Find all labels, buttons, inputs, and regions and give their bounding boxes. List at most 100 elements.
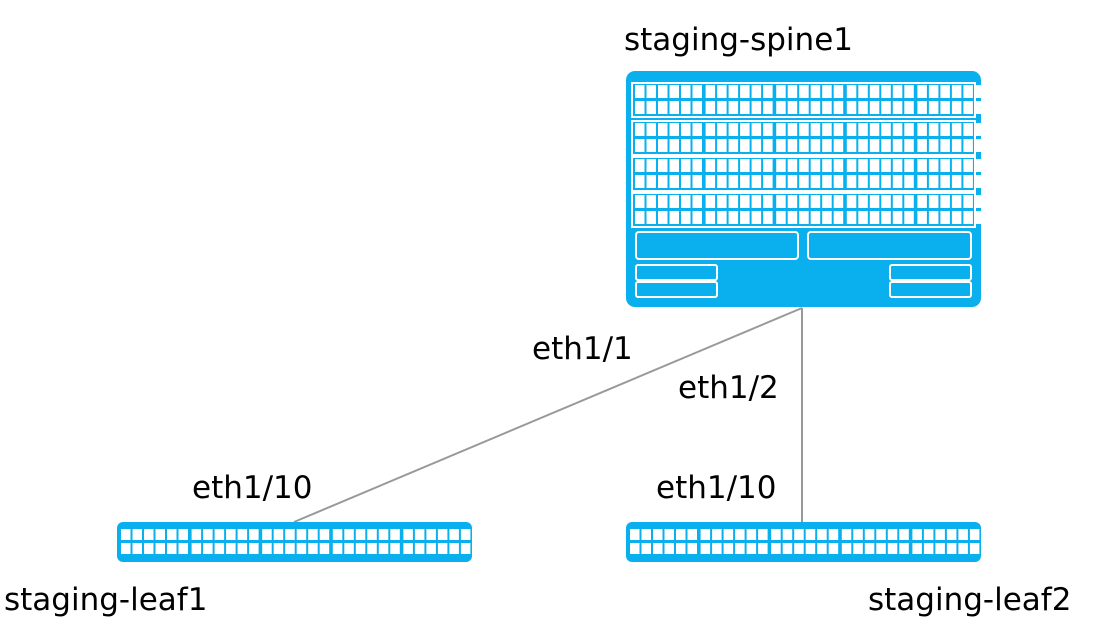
- switch-icon: [626, 522, 981, 562]
- port-cell: [833, 211, 844, 224]
- port-cell: [974, 123, 985, 136]
- port-cell: [355, 543, 366, 554]
- port-cell: [723, 543, 734, 554]
- port-cell: [740, 139, 750, 152]
- port-cell: [758, 529, 768, 540]
- port-cell: [664, 529, 674, 540]
- port-cell: [237, 543, 248, 554]
- port-cell: [751, 195, 762, 208]
- port-cell: [728, 175, 739, 188]
- port-cell: [646, 211, 656, 224]
- port-cell: [681, 159, 691, 172]
- port-cell: [437, 529, 448, 540]
- port-cell: [332, 529, 343, 540]
- port-cell: [646, 175, 656, 188]
- port-cell: [692, 159, 702, 172]
- port-cell: [273, 529, 284, 540]
- port-cell: [899, 529, 909, 540]
- port-cell: [822, 159, 832, 172]
- leaf1-ports: [121, 529, 471, 554]
- port-cell: [787, 195, 798, 208]
- port-cell: [810, 123, 821, 136]
- port-cell: [723, 529, 734, 540]
- port-cell: [869, 85, 880, 98]
- port-cell: [963, 123, 973, 136]
- port-cell: [833, 139, 844, 152]
- port-cell: [751, 123, 762, 136]
- port-cell: [658, 195, 668, 208]
- port-cell: [635, 175, 645, 188]
- port-cell: [751, 101, 762, 114]
- port-cell: [705, 123, 716, 136]
- port-cell: [635, 139, 645, 152]
- port-cell: [414, 529, 425, 540]
- port-cell: [822, 123, 832, 136]
- port-cell: [833, 101, 844, 114]
- port-cell: [904, 101, 914, 114]
- port-cell: [928, 211, 939, 224]
- port-cell: [635, 195, 645, 208]
- port-cell: [653, 529, 663, 540]
- port-cell: [414, 543, 425, 554]
- port-cell: [951, 101, 962, 114]
- port-cell: [296, 529, 307, 540]
- port-cell: [728, 123, 739, 136]
- port-cell: [940, 85, 950, 98]
- port-cell: [928, 123, 939, 136]
- port-cell: [822, 85, 832, 98]
- port-cell: [817, 543, 827, 554]
- port-cell: [692, 211, 702, 224]
- port-cell: [763, 195, 773, 208]
- port-cell: [687, 529, 697, 540]
- port-cell: [876, 543, 886, 554]
- port-cell: [904, 85, 914, 98]
- port-cell: [833, 195, 844, 208]
- port-cell: [951, 123, 962, 136]
- port-cell: [669, 175, 679, 188]
- port-cell: [928, 195, 939, 208]
- link1-from-port-label: eth1/1: [532, 331, 633, 367]
- port-cell: [705, 159, 716, 172]
- port-cell: [904, 211, 914, 224]
- port-cell: [963, 101, 973, 114]
- line-card-outline: [631, 82, 976, 118]
- port-cell: [904, 159, 914, 172]
- spine-switch[interactable]: [626, 71, 985, 307]
- port-cell: [449, 543, 459, 554]
- port-cell: [917, 123, 927, 136]
- port-cell: [273, 543, 284, 554]
- port-cell: [355, 529, 366, 540]
- port-cell: [799, 139, 809, 152]
- port-cell: [923, 529, 934, 540]
- port-cell: [717, 159, 727, 172]
- leaf1-label: staging-leaf1: [4, 582, 207, 618]
- port-cell: [635, 85, 645, 98]
- port-cell: [958, 529, 968, 540]
- port-cell: [869, 159, 880, 172]
- port-cell: [904, 123, 914, 136]
- port-cell: [822, 195, 832, 208]
- psu-left-bottom: [635, 281, 718, 298]
- port-cell: [658, 101, 668, 114]
- port-cell: [717, 101, 727, 114]
- port-cell: [705, 101, 716, 114]
- port-cell: [308, 543, 318, 554]
- port-cell: [121, 543, 131, 554]
- port-cell: [776, 211, 786, 224]
- port-cell: [763, 139, 773, 152]
- port-cell: [740, 159, 750, 172]
- port-cell: [705, 211, 716, 224]
- port-cell: [887, 543, 898, 554]
- port-cell: [892, 211, 903, 224]
- port-cell: [658, 211, 668, 224]
- port-cell: [881, 195, 891, 208]
- port-cell: [641, 543, 651, 554]
- port-cell: [132, 529, 142, 540]
- leaf1-switch[interactable]: [117, 522, 472, 562]
- port-cell: [917, 211, 927, 224]
- port-cell: [692, 139, 702, 152]
- port-cell: [858, 159, 868, 172]
- port-cell: [641, 529, 651, 540]
- leaf2-switch[interactable]: [626, 522, 981, 562]
- port-cell: [740, 195, 750, 208]
